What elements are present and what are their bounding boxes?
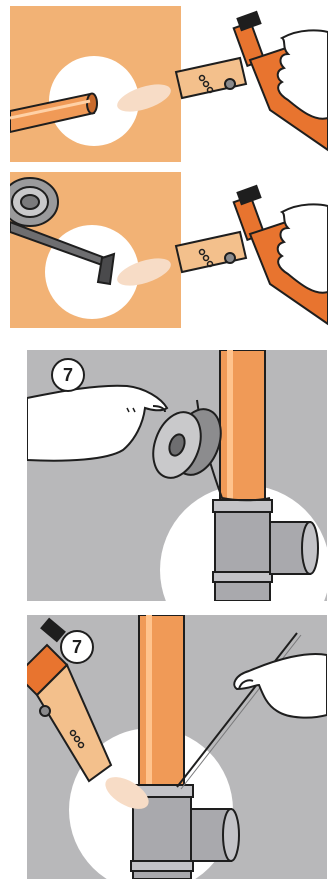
step-badge: 7 [52, 359, 84, 391]
copper-pipe-icon [220, 350, 265, 505]
step-badge: 7 [61, 631, 93, 663]
hand-icon [234, 654, 327, 718]
flame-icon [114, 253, 174, 291]
torch-icon [110, 180, 328, 350]
torch-icon [110, 0, 328, 170]
step-number: 7 [63, 365, 73, 385]
copper-pipe-icon [139, 615, 184, 790]
solder-coil-icon [10, 178, 58, 226]
step-number: 7 [72, 637, 82, 657]
solder-spool-icon [145, 403, 230, 485]
hand-icon [27, 386, 167, 461]
flame-icon [114, 79, 174, 117]
panel-torch-and-solder-joint: 7 [27, 615, 327, 879]
panel-apply-solder-wire: 7 [27, 350, 327, 601]
